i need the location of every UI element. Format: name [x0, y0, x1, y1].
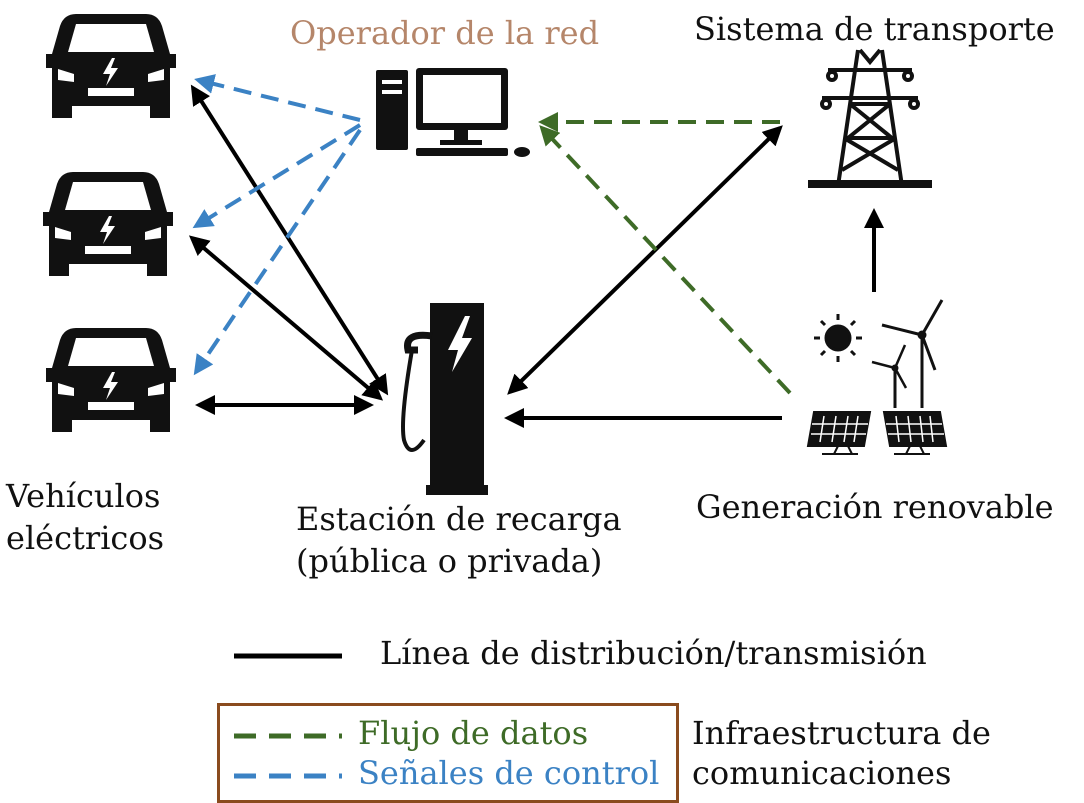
legend-control-label: Señales de control: [358, 754, 660, 792]
wind-turbine-icon: [871, 299, 944, 408]
legend-distribution-label: Línea de distribución/transmisión: [380, 634, 927, 672]
electric-car-icon-1: [46, 14, 176, 118]
charging-station-label-line2: (pública o privada): [296, 542, 603, 580]
power-lines: [188, 84, 884, 428]
ev-label-line1: Vehículos: [6, 477, 161, 515]
solar-panel-icon: [806, 411, 948, 455]
renewable-generation-label: Generación renovable: [696, 488, 1054, 526]
comm-infra-label-line2: comunicaciones: [692, 754, 952, 792]
line-station-car2: [188, 235, 384, 401]
computer-icon: [376, 68, 530, 157]
grid-operator-label: Operador de la red: [290, 14, 600, 52]
sun-icon: [814, 314, 862, 362]
data-flow-lines: [538, 112, 792, 395]
electric-car-icon-2: [43, 172, 173, 276]
legend-data-flow-label: Flujo de datos: [358, 714, 589, 752]
comm-infra-label-line1: Infraestructura de: [692, 714, 991, 752]
charging-station-label-line1: Estación de recarga: [296, 500, 622, 538]
ev-label-line2: eléctricos: [6, 519, 165, 557]
transport-system-label: Sistema de transporte: [694, 10, 1055, 48]
charging-station-icon: [401, 303, 488, 495]
transmission-tower-icon: [808, 48, 932, 188]
control-signal-lines: [192, 74, 362, 376]
line-station-transport: [507, 125, 783, 395]
electric-car-icon-3: [46, 328, 176, 432]
